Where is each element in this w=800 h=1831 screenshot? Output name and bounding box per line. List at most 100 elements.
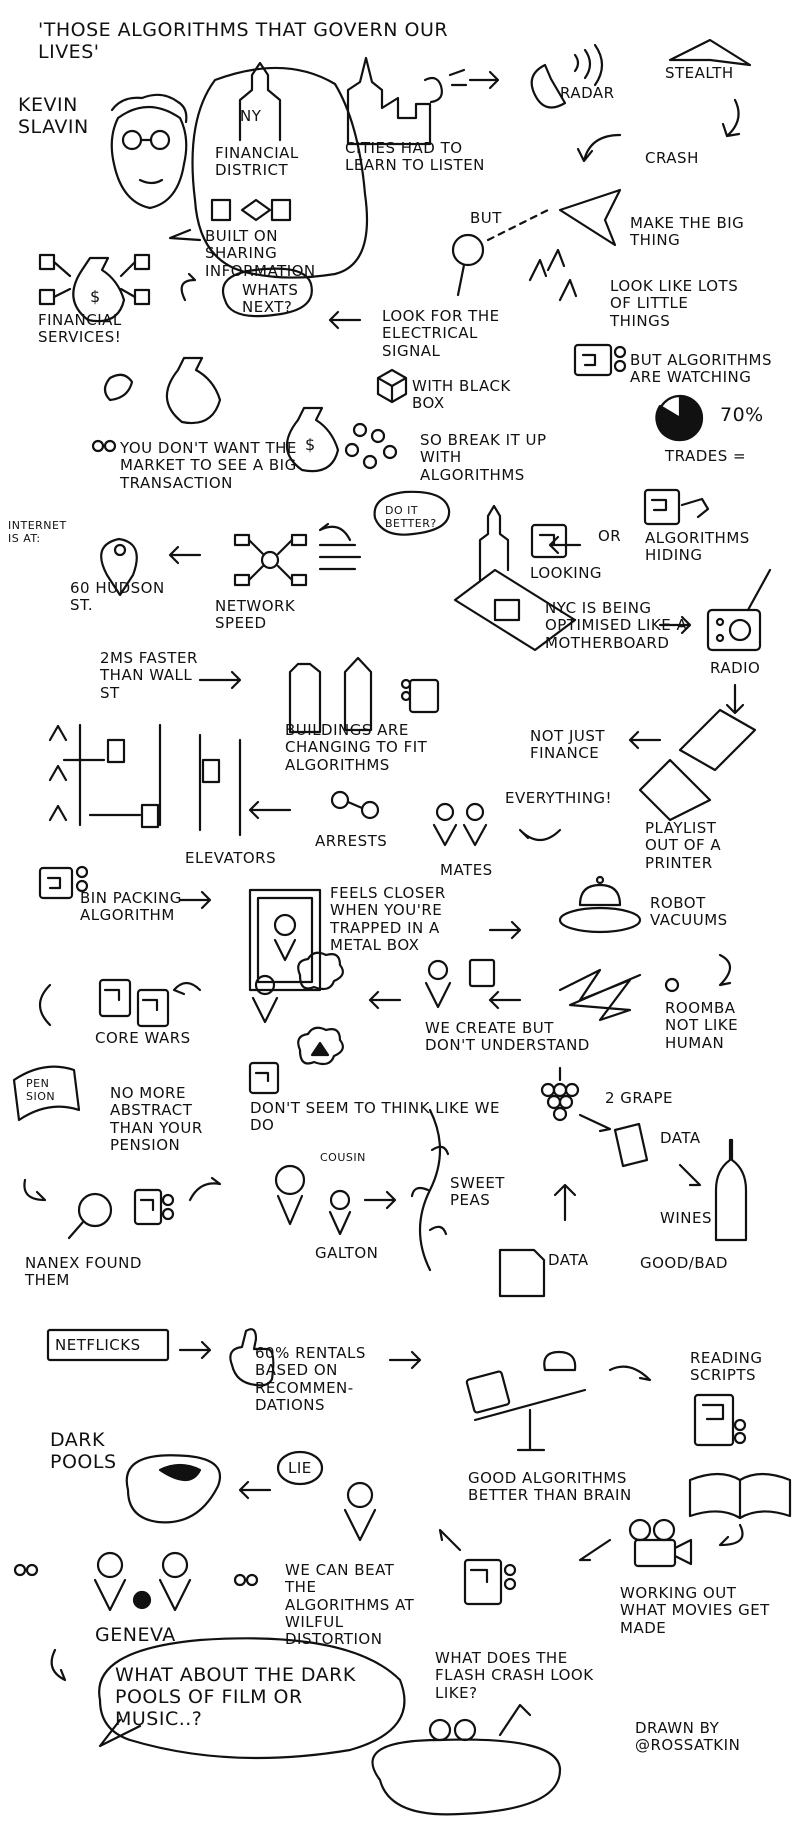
svg-text:$: $ [305, 435, 315, 454]
buildings-icon [288, 656, 440, 734]
everything-label: Everything! [505, 789, 613, 807]
algorithm-watching-icon [573, 343, 627, 377]
or-label: Or [598, 527, 622, 545]
arrow-curve-icon [23, 1178, 47, 1202]
arrow-left-icon [248, 800, 292, 820]
arrow-left-icon [238, 1480, 272, 1500]
what-about-bubble [98, 1637, 406, 1760]
stealth-shape-icon [558, 188, 622, 247]
arrow-left-icon [318, 522, 352, 542]
feels-closer-label: Feels closer when you're trapped in a me… [330, 884, 446, 954]
make-big-thing-label: Make the big thing [630, 214, 745, 250]
arrow-curve-icon [718, 953, 732, 987]
arrow-right-icon [578, 1113, 612, 1133]
what-about-label: What about the dark pools of film or mus… [115, 1664, 356, 1730]
stealth-label: Stealth [665, 64, 734, 82]
playlist-label: Playlist out of a printer [645, 819, 722, 872]
arrow-down-icon [718, 1523, 744, 1547]
reading-scripts-label: Reading scripts [690, 1349, 763, 1385]
arrow-right-icon [188, 1176, 222, 1202]
handcuffs-icon [330, 790, 380, 820]
built-on-sharing-label: Built on sharing information [205, 227, 316, 280]
good-bad-label: Good/Bad [640, 1254, 728, 1272]
dont-want-market-label: You don't want the market to see a big t… [120, 439, 297, 492]
bin-packing-icon [38, 865, 89, 900]
kevin-slavin-portrait-icon [110, 93, 188, 210]
stealth-plane-icon [668, 38, 752, 67]
arrow-left-icon [578, 1538, 612, 1562]
flash-crash-label: What does the flash crash look like? [435, 1649, 594, 1702]
hudson-street-label: 60 Hudson St. [70, 579, 165, 615]
arrow-right-icon [678, 1163, 702, 1187]
pension-book-icon [12, 1065, 81, 1122]
financial-district-label: Financial District [215, 144, 299, 180]
wine-bottle-icon [714, 1138, 748, 1242]
arrow-up-icon [553, 1183, 577, 1222]
netflicks-label: Netflicks [55, 1336, 141, 1354]
looking-box-icon [530, 488, 710, 559]
open-book-icon [688, 1472, 792, 1520]
lie-bubble [276, 1450, 324, 1486]
network-speed-label: Network speed [215, 597, 296, 633]
arrow-down-icon [721, 98, 741, 138]
robot-vacuums-label: Robot vacuums [650, 894, 728, 930]
but-algorithms-watching-label: But algorithms are watching [630, 351, 772, 387]
radar-dish-icon [530, 43, 604, 109]
netflicks-box-icon [46, 1328, 170, 1362]
not-just-finance-label: Not just finance [530, 727, 606, 763]
flash-crash-figure-icon [463, 1558, 517, 1606]
reading-script-icon [693, 1393, 747, 1447]
algorithms-hiding-label: Algorithms hiding [645, 529, 750, 565]
arrow-curve-icon [576, 133, 622, 163]
metal-box-icon [248, 888, 322, 992]
arrow-left-icon [628, 730, 662, 750]
arrow-curve-icon [518, 828, 562, 842]
nanex-label: Nanex found them [25, 1254, 142, 1290]
small-bags-icon [344, 422, 398, 470]
arrow-right-icon [178, 1340, 212, 1360]
movie-camera-icon [628, 1518, 693, 1568]
eyes-icon [91, 439, 117, 453]
grape-label: 2 Grape [605, 1089, 674, 1107]
little-things-icon [528, 248, 578, 302]
galton-portrait-icon [274, 1164, 352, 1236]
whats-next-bubble [222, 267, 313, 318]
svg-text:$: $ [90, 287, 100, 306]
good-algorithms-label: Good algorithms better than brain [468, 1469, 632, 1505]
whats-next-label: Whats next? [242, 281, 299, 317]
working-out-label: Working out what movies get made [620, 1584, 770, 1637]
film-reel-puddle-icon [371, 1703, 562, 1816]
we-can-beat-label: We can beat the algorithms at wilful dis… [285, 1561, 415, 1648]
magnifier-icon [451, 208, 550, 297]
sweet-peas-label: Sweet peas [450, 1174, 505, 1210]
buildings-changing-label: Buildings are changing to fit algorithms [285, 721, 428, 774]
do-it-better-bubble [373, 490, 451, 536]
mates-label: Mates [440, 861, 493, 879]
arrow-left-icon [488, 990, 522, 1010]
money-bag-icon: $ [38, 253, 151, 323]
robot-vacuum-icon [558, 875, 642, 934]
cousin-label: Cousin [320, 1151, 366, 1164]
sketch-title: 'Those algorithms that govern our lives' [38, 19, 449, 63]
speaker-name: Kevin Slavin [18, 94, 89, 138]
do-it-better-label: Do it better? [385, 504, 437, 530]
core-wars-icon [98, 978, 170, 1028]
radio-label: Radio [710, 659, 761, 677]
look-like-little-label: Look like lots of little things [610, 277, 739, 330]
arrests-label: Arrests [315, 832, 388, 850]
core-wars-label: Core wars [95, 1029, 191, 1047]
two-ms-label: 2ms faster than Wall St [100, 649, 198, 702]
arrow-right-icon [178, 890, 212, 910]
lie-label: Lie [288, 1459, 312, 1477]
arrow-down-icon [725, 683, 745, 715]
crash-label: Crash [645, 149, 699, 167]
dark-pools-puddle-icon [125, 1454, 221, 1524]
but-label: But [470, 209, 502, 227]
internet-is-at-label: Internet is at: [8, 519, 67, 545]
liar-figure-icon [343, 1481, 377, 1542]
black-box-icon [376, 368, 408, 404]
elevators-label: Elevators [185, 849, 277, 867]
financial-district-bubble [168, 61, 369, 279]
data-2-label: Data [548, 1251, 589, 1269]
